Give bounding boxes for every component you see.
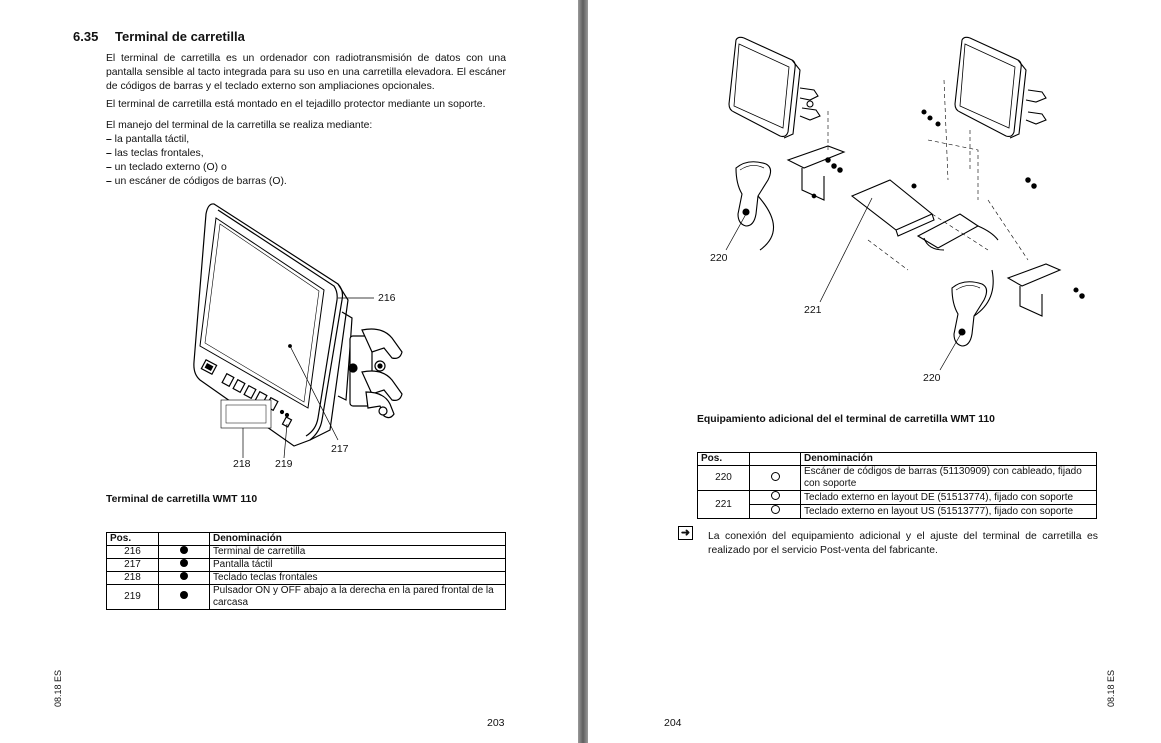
arrow-right-box-icon: ➜ <box>678 526 693 540</box>
optional-equipment-ring-icon <box>770 491 780 500</box>
table-row: Teclado externo en layout US (51513777),… <box>698 504 1097 519</box>
page-left: 6.35 Terminal de carretilla El terminal … <box>0 0 578 743</box>
col-name-header: Denominación <box>209 532 506 546</box>
label-220-top: 220 <box>710 252 728 264</box>
col-pos-header: Pos. <box>106 532 159 546</box>
list-item: – las teclas frontales, <box>106 148 204 159</box>
accessories-illustration <box>725 36 1085 371</box>
standard-equipment-dot-icon <box>180 559 188 567</box>
label-219: 219 <box>275 458 293 470</box>
table-row: 219 Pulsador ON y OFF abajo a la derecha… <box>106 584 506 610</box>
table-row: 221 Teclado externo en layout DE (515137… <box>697 490 1097 519</box>
table-row: 218 Teclado teclas frontales <box>106 571 506 585</box>
label-216: 216 <box>378 292 396 304</box>
section-number: 6.35 <box>73 29 99 44</box>
standard-equipment-dot-icon <box>180 591 188 599</box>
col-pos-header: Pos. <box>697 452 750 466</box>
label-221: 221 <box>804 304 822 316</box>
operation-paragraph: El manejo del terminal de la carretilla … <box>106 120 373 131</box>
label-217: 217 <box>331 443 349 455</box>
operation-list: – la pantalla táctil, – las teclas front… <box>106 133 287 189</box>
table-row: 216 Terminal de carretilla <box>106 545 506 559</box>
list-item: – un escáner de códigos de barras (O). <box>106 176 287 187</box>
terminal-illustration <box>193 203 403 459</box>
table-row: 220 Escáner de códigos de barras (511309… <box>697 465 1097 491</box>
optional-equipment-ring-icon <box>770 471 780 481</box>
note-text: La conexión del equipamiento adicional y… <box>708 531 1098 556</box>
intro-paragraph: El terminal de carretilla es un ordenado… <box>106 53 506 92</box>
standard-equipment-dot-icon <box>180 546 188 554</box>
label-220-bottom: 220 <box>923 372 941 384</box>
side-code: 08.18 ES <box>53 669 63 707</box>
figure-caption: Equipamiento adicional del el terminal d… <box>697 414 995 425</box>
standard-equipment-dot-icon <box>180 572 188 580</box>
mount-paragraph: El terminal de carretilla está montado e… <box>106 99 486 110</box>
figure-caption: Terminal de carretilla WMT 110 <box>106 494 258 505</box>
label-218: 218 <box>233 458 251 470</box>
side-code: 08.18 ES <box>1106 669 1116 707</box>
book-gutter <box>578 0 588 743</box>
col-name-header: Denominación <box>800 452 1097 466</box>
parts-table: Pos. Denominación 216 Terminal de carret… <box>106 532 506 610</box>
list-item: – la pantalla táctil, <box>106 134 190 145</box>
list-item: – un teclado externo (O) o <box>106 162 227 173</box>
section-title: Terminal de carretilla <box>115 29 245 44</box>
table-row: 217 Pantalla táctil <box>106 558 506 572</box>
page-number: 204 <box>664 717 682 729</box>
accessories-table: Pos. Denominación 220 Escáner de códigos… <box>697 452 1097 519</box>
page-right: 220 221 220 Equipamiento adicional del e… <box>588 0 1161 743</box>
optional-equipment-ring-icon <box>770 505 780 514</box>
page-number: 203 <box>487 717 505 729</box>
